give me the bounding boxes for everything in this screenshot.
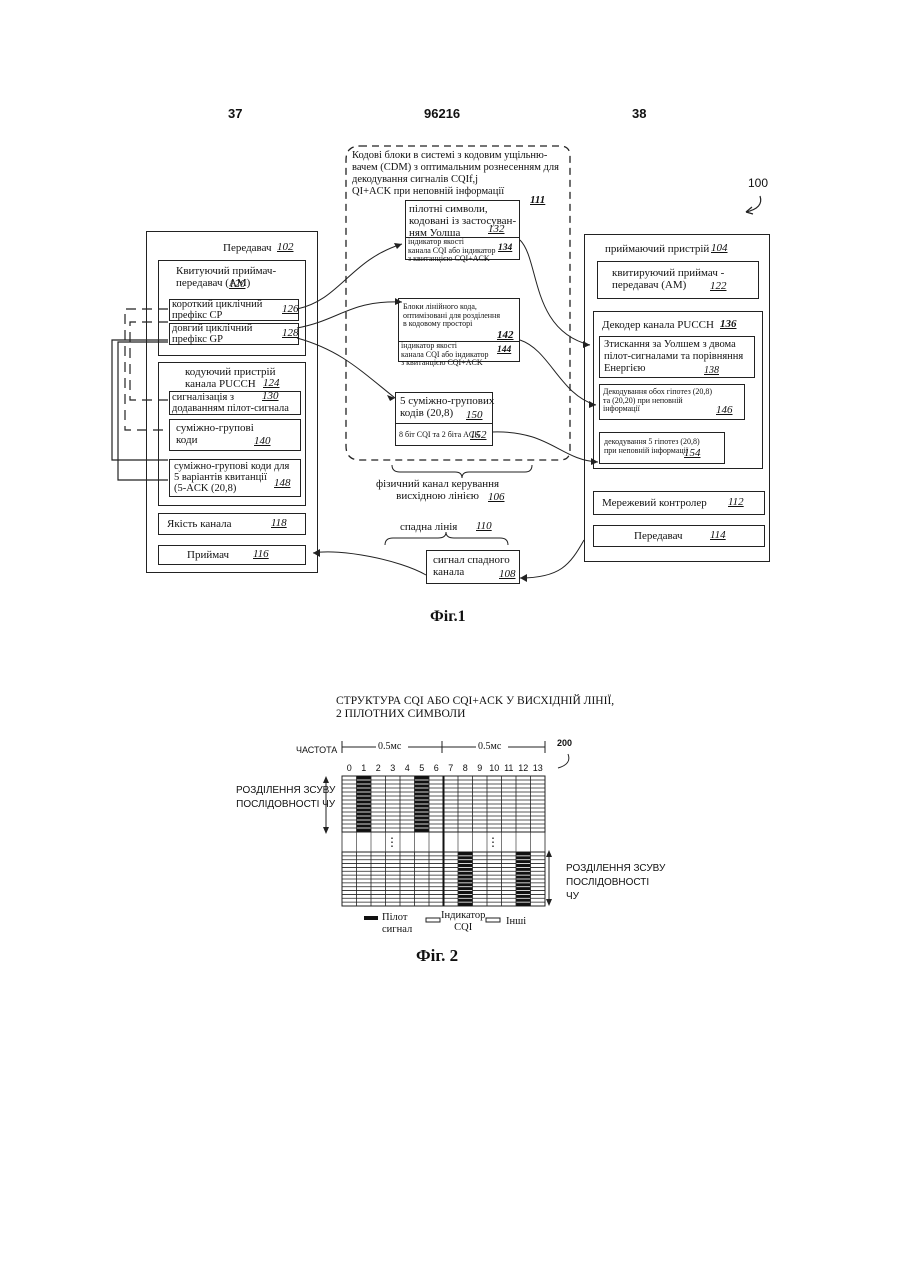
column-number: 5 [419, 763, 424, 773]
column-number: 4 [405, 763, 410, 773]
column-number: 10 [489, 763, 499, 773]
column-number: 0 [347, 763, 352, 773]
other-legend-swatch [486, 918, 500, 922]
column-number: 6 [434, 763, 439, 773]
legend-other-label: Інші [506, 916, 526, 928]
cqi-legend-swatch [426, 918, 440, 922]
column-number: 9 [477, 763, 482, 773]
pilot-legend-swatch [364, 916, 378, 920]
legend-pilot-label: Пілот сигнал [382, 912, 412, 936]
column-number: 7 [448, 763, 453, 773]
column-number: 11 [504, 763, 513, 773]
column-number: 8 [463, 763, 468, 773]
fig2-grid: 012345678910111213 [0, 0, 901, 1000]
column-number: 13 [533, 763, 543, 773]
column-number: 3 [390, 763, 395, 773]
figure-2-caption: Фіг. 2 [416, 946, 458, 966]
legend-cqi-label: Індикатор CQI [441, 910, 485, 934]
column-number: 2 [376, 763, 381, 773]
column-number: 12 [518, 763, 528, 773]
column-number: 1 [361, 763, 366, 773]
